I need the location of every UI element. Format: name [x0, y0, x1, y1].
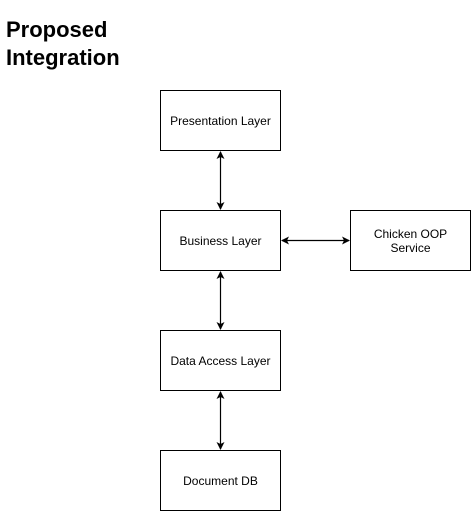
- diagram-title-line-2: Integration: [6, 45, 120, 70]
- document-db-box[interactable]: Document DB: [160, 450, 281, 511]
- chicken-service-label: Chicken OOP Service: [373, 226, 448, 255]
- data-access-layer-box[interactable]: Data Access Layer: [160, 330, 281, 391]
- diagram-title-line-1: Proposed: [6, 17, 108, 42]
- chicken-service-box[interactable]: Chicken OOP Service: [350, 210, 471, 271]
- diagram-title: Proposed Integration: [6, 16, 120, 72]
- business-layer-label: Business Layer: [179, 233, 262, 248]
- presentation-layer-box[interactable]: Presentation Layer: [160, 90, 281, 151]
- presentation-layer-label: Presentation Layer: [170, 113, 271, 128]
- business-layer-box[interactable]: Business Layer: [160, 210, 281, 271]
- document-db-label: Document DB: [183, 473, 258, 488]
- data-access-layer-label: Data Access Layer: [170, 353, 271, 368]
